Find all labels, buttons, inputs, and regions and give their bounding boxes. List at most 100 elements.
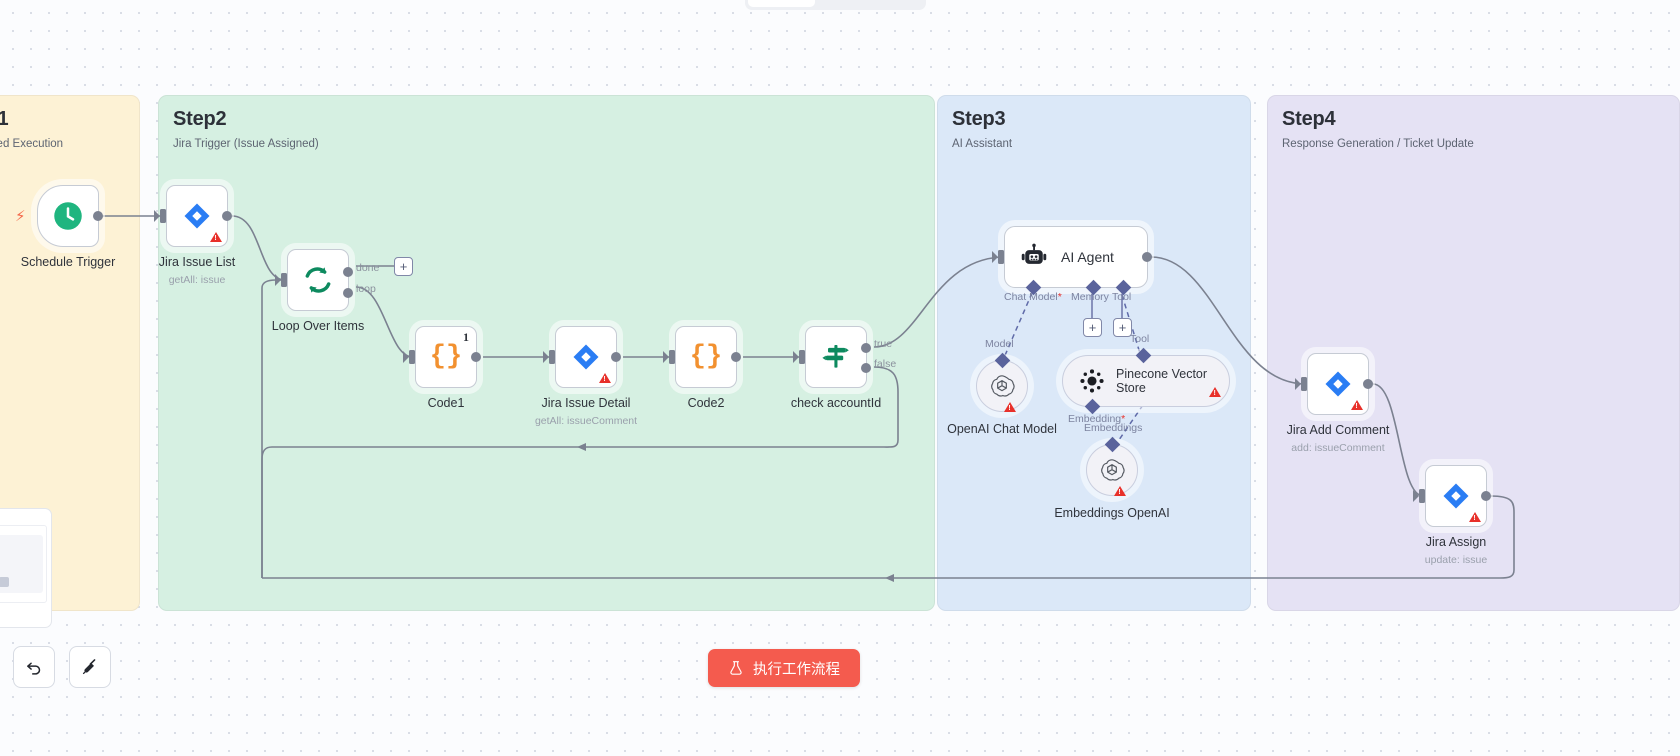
jira-issue-list-box[interactable] [154, 185, 232, 247]
openai-chat-model-circle[interactable] [976, 352, 1028, 412]
warning-icon [1469, 512, 1481, 522]
node-embeddings-openai[interactable]: Embeddings Embeddings OpenAI [1054, 422, 1169, 520]
code2-box[interactable]: {} [663, 326, 741, 388]
jira-issue-detail-label: Jira Issue Detail [541, 396, 631, 410]
check-accountid-box[interactable]: true false [793, 326, 896, 388]
loop-over-items-box[interactable]: done loop [275, 249, 379, 311]
code1-input-port[interactable] [403, 350, 415, 364]
jira-add-comment-box[interactable] [1295, 353, 1373, 415]
node-jira-assign[interactable]: Jira Assign update: issue [1413, 465, 1491, 566]
tab-editor[interactable]: 编辑器 [748, 0, 816, 7]
node-code2[interactable]: {} Code2 [663, 326, 741, 410]
jira-icon [573, 344, 599, 370]
ai-agent-box[interactable]: AI Agent [992, 226, 1152, 296]
add-memory-node-button[interactable]: + [1083, 318, 1102, 337]
node-loop-over-items[interactable]: done loop Loop Over Items [272, 249, 379, 333]
tidy-broom-icon [82, 659, 96, 675]
jira-assign-input-port[interactable] [1413, 489, 1425, 503]
schedule-trigger-output-port[interactable] [93, 211, 103, 221]
code1-run-count: 1 [463, 330, 469, 344]
jira-icon [1443, 483, 1469, 509]
jira-icon [1325, 371, 1351, 397]
loop-icon [305, 267, 331, 293]
robot-icon [1021, 243, 1047, 264]
jira-issue-list-sublabel: getAll: issue [168, 274, 226, 286]
loop-output-done-port[interactable] [343, 267, 353, 277]
clock-icon [54, 202, 82, 230]
execute-workflow-button[interactable]: 执行工作流程 [708, 649, 860, 687]
jira-icon [184, 203, 210, 229]
code2-input-port[interactable] [663, 350, 675, 364]
step-group-3-title: Step3 [952, 108, 1006, 130]
code-braces-icon: {} [429, 342, 463, 372]
memory-port-label: Memory [1071, 291, 1109, 303]
step-group-3[interactable]: Step3 AI Assistant [937, 95, 1251, 611]
execute-workflow-label: 执行工作流程 [753, 661, 840, 678]
jira-assign-sublabel: update: issue [1424, 554, 1488, 566]
node-ai-agent[interactable]: AI Agent Chat Model* Memory Tool [992, 226, 1152, 303]
pinecone-icon [1080, 369, 1104, 393]
undo-button[interactable] [13, 646, 55, 688]
minimap-viewport[interactable] [0, 525, 47, 603]
jira-issue-list-output-port[interactable] [222, 211, 232, 221]
jira-issue-detail-sublabel: getAll: issueComment [534, 415, 638, 427]
check-accountid-false-port[interactable] [861, 363, 871, 373]
jira-issue-detail-box[interactable] [543, 326, 621, 388]
loop-done-label: done [356, 262, 380, 274]
node-schedule-trigger[interactable]: ⚡ Schedule Trigger [15, 185, 115, 269]
tidy-workflow-button[interactable] [69, 646, 111, 688]
warning-icon [599, 373, 611, 383]
code2-output-port[interactable] [731, 352, 741, 362]
warning-icon [210, 232, 222, 242]
tab-evaluations[interactable]: 评估 [869, 0, 923, 7]
jira-add-comment-input-port[interactable] [1295, 377, 1307, 391]
node-openai-chat-model[interactable]: Model OpenAI Chat Model [947, 338, 1057, 436]
switch-icon [822, 345, 849, 368]
undo-icon [27, 662, 41, 675]
jira-assign-box[interactable] [1413, 465, 1491, 527]
ai-agent-output-port[interactable] [1142, 252, 1152, 262]
node-jira-add-comment[interactable]: Jira Add Comment add: issueComment [1287, 353, 1389, 454]
canvas-minimap[interactable] [0, 508, 52, 628]
jira-issue-detail-input-port[interactable] [543, 350, 555, 364]
loop-over-items-input-port[interactable] [275, 273, 287, 287]
openai-icon [991, 375, 1015, 397]
step-group-4-subtitle: Response Generation / Ticket Update [1282, 138, 1474, 150]
jira-issue-list-input-port[interactable] [154, 209, 166, 223]
ai-agent-label: AI Agent [1061, 249, 1114, 265]
lightning-bolt-icon: ⚡ [15, 208, 26, 225]
jira-issue-detail-output-port[interactable] [611, 352, 621, 362]
done-connector [356, 265, 394, 267]
jira-assign-label: Jira Assign [1425, 535, 1487, 549]
node-code1[interactable]: {} 1 Code1 [403, 326, 481, 410]
add-node-after-done-button[interactable]: + [394, 257, 413, 276]
code1-box[interactable]: {} 1 [403, 326, 481, 388]
false-port-label: false [874, 358, 897, 370]
warning-icon [1114, 486, 1126, 496]
true-port-label: true [874, 338, 893, 350]
node-jira-issue-detail[interactable]: Jira Issue Detail getAll: issueComment [535, 326, 637, 427]
code2-label: Code2 [687, 396, 725, 410]
jira-add-comment-output-port[interactable] [1363, 379, 1373, 389]
step-group-2-title: Step2 [173, 108, 227, 130]
openai-chat-model-label: OpenAI Chat Model [947, 422, 1057, 436]
schedule-trigger-box[interactable] [37, 185, 103, 247]
check-accountid-input-port[interactable] [793, 350, 805, 364]
loop-output-loop-port[interactable] [343, 288, 353, 298]
add-tool-node-button[interactable]: + [1113, 318, 1132, 337]
step-group-3-subtitle: AI Assistant [952, 138, 1013, 150]
node-jira-issue-list[interactable]: Jira Issue List getAll: issue [154, 185, 235, 286]
loop-over-items-label: Loop Over Items [271, 319, 365, 333]
tab-executions[interactable]: 执行 [815, 0, 869, 7]
code1-label: Code1 [427, 396, 465, 410]
check-accountid-true-port[interactable] [861, 343, 871, 353]
node-check-accountid[interactable]: true false check accountId [791, 326, 896, 410]
ai-agent-input-port[interactable] [992, 250, 1004, 264]
jira-assign-output-port[interactable] [1481, 491, 1491, 501]
code1-output-port[interactable] [471, 352, 481, 362]
embeddings-openai-circle[interactable] [1086, 436, 1138, 496]
